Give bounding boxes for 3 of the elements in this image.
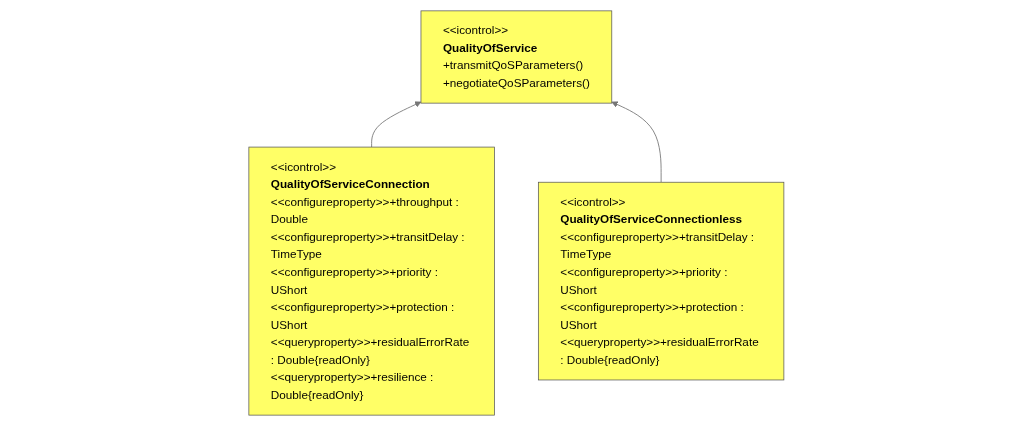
node-box: <<icontrol>> QualityOfServiceConnectionless <<configureproperty>>+transitDelay : TimeType <<configureproperty>>+priority : UShort <<configureproperty>>+protection : UShort <<queryproperty>>+residualErrorRate : Double{readOnly} bbox=[538, 181, 785, 381]
node-box: <<icontrol>> QualityOfService +transmitQoSParameters() +negotiateQoSParameters() bbox=[420, 10, 613, 104]
node-box: <<icontrol>> QualityOfServiceConnection <<configureproperty>>+throughput : Double <<configureproperty>>+transitDelay : TimeType <<configureproperty>>+priority : UShort <<configureproperty>>+protection : UShort <<queryproperty>>+residualErrorRate : Double{readOnly} <<queryproperty>>+resilience : Double{readOnly} bbox=[248, 146, 495, 416]
